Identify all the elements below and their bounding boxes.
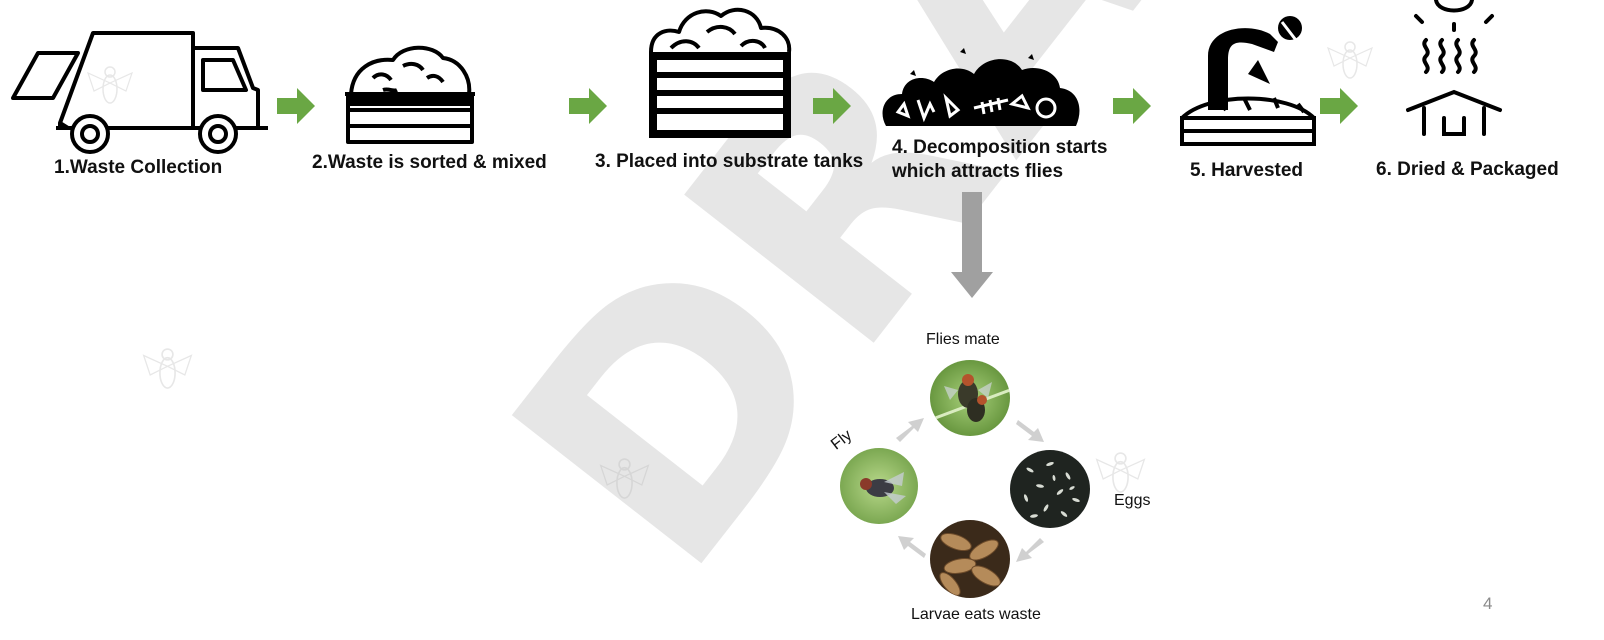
- fly-photo: [840, 448, 918, 524]
- flies-mate-photo: [930, 360, 1010, 436]
- eggs-label: Eggs: [1114, 492, 1151, 509]
- larvae-label: Larvae eats waste: [911, 606, 1041, 623]
- green-arrow-icon: [277, 88, 315, 124]
- fly-watermark-icon: [1095, 452, 1146, 493]
- step-2-label: 2.Waste is sorted & mixed: [312, 152, 547, 173]
- step-3-label: 3. Placed into substrate tanks: [595, 151, 864, 172]
- step-5-label: 5. Harvested: [1190, 160, 1304, 181]
- down-arrow-icon: [951, 192, 993, 298]
- fly-watermark-icon: [1326, 41, 1374, 79]
- crate-with-waste-icon: [345, 45, 475, 144]
- cycle-arrow-icon: [896, 418, 924, 442]
- drying-sun-house-icon: [1406, 0, 1502, 136]
- substrate-tank-icon: [649, 7, 792, 138]
- garbage-truck-icon: [11, 31, 268, 154]
- cycle-arrow-icon: [1016, 420, 1044, 442]
- fly-watermark-icon: [86, 66, 134, 104]
- flies-mate-label: Flies mate: [926, 331, 1000, 348]
- step-4-label-line1: 4. Decomposition starts: [892, 137, 1108, 158]
- green-arrow-icon: [813, 88, 851, 124]
- eggs-photo: [1010, 450, 1090, 528]
- green-arrow-icon: [1113, 88, 1151, 124]
- green-arrow-icon: [1320, 88, 1358, 124]
- fly-watermark-icon: [599, 458, 650, 499]
- harvesting-person-icon: [1180, 16, 1316, 146]
- cycle-arrow-icon: [1016, 538, 1044, 562]
- step-1-label: 1.Waste Collection: [54, 157, 223, 178]
- larvae-photo: [930, 520, 1010, 598]
- page-number: 4: [1483, 594, 1493, 613]
- fly-watermark-icon: [142, 348, 193, 389]
- step-4-label-line2: which attracts flies: [892, 161, 1064, 182]
- green-arrow-icon: [569, 88, 607, 124]
- step-6-label: 6. Dried & Packaged: [1376, 159, 1559, 180]
- decomposing-waste-icon: [882, 48, 1080, 126]
- cycle-arrow-icon: [898, 536, 926, 558]
